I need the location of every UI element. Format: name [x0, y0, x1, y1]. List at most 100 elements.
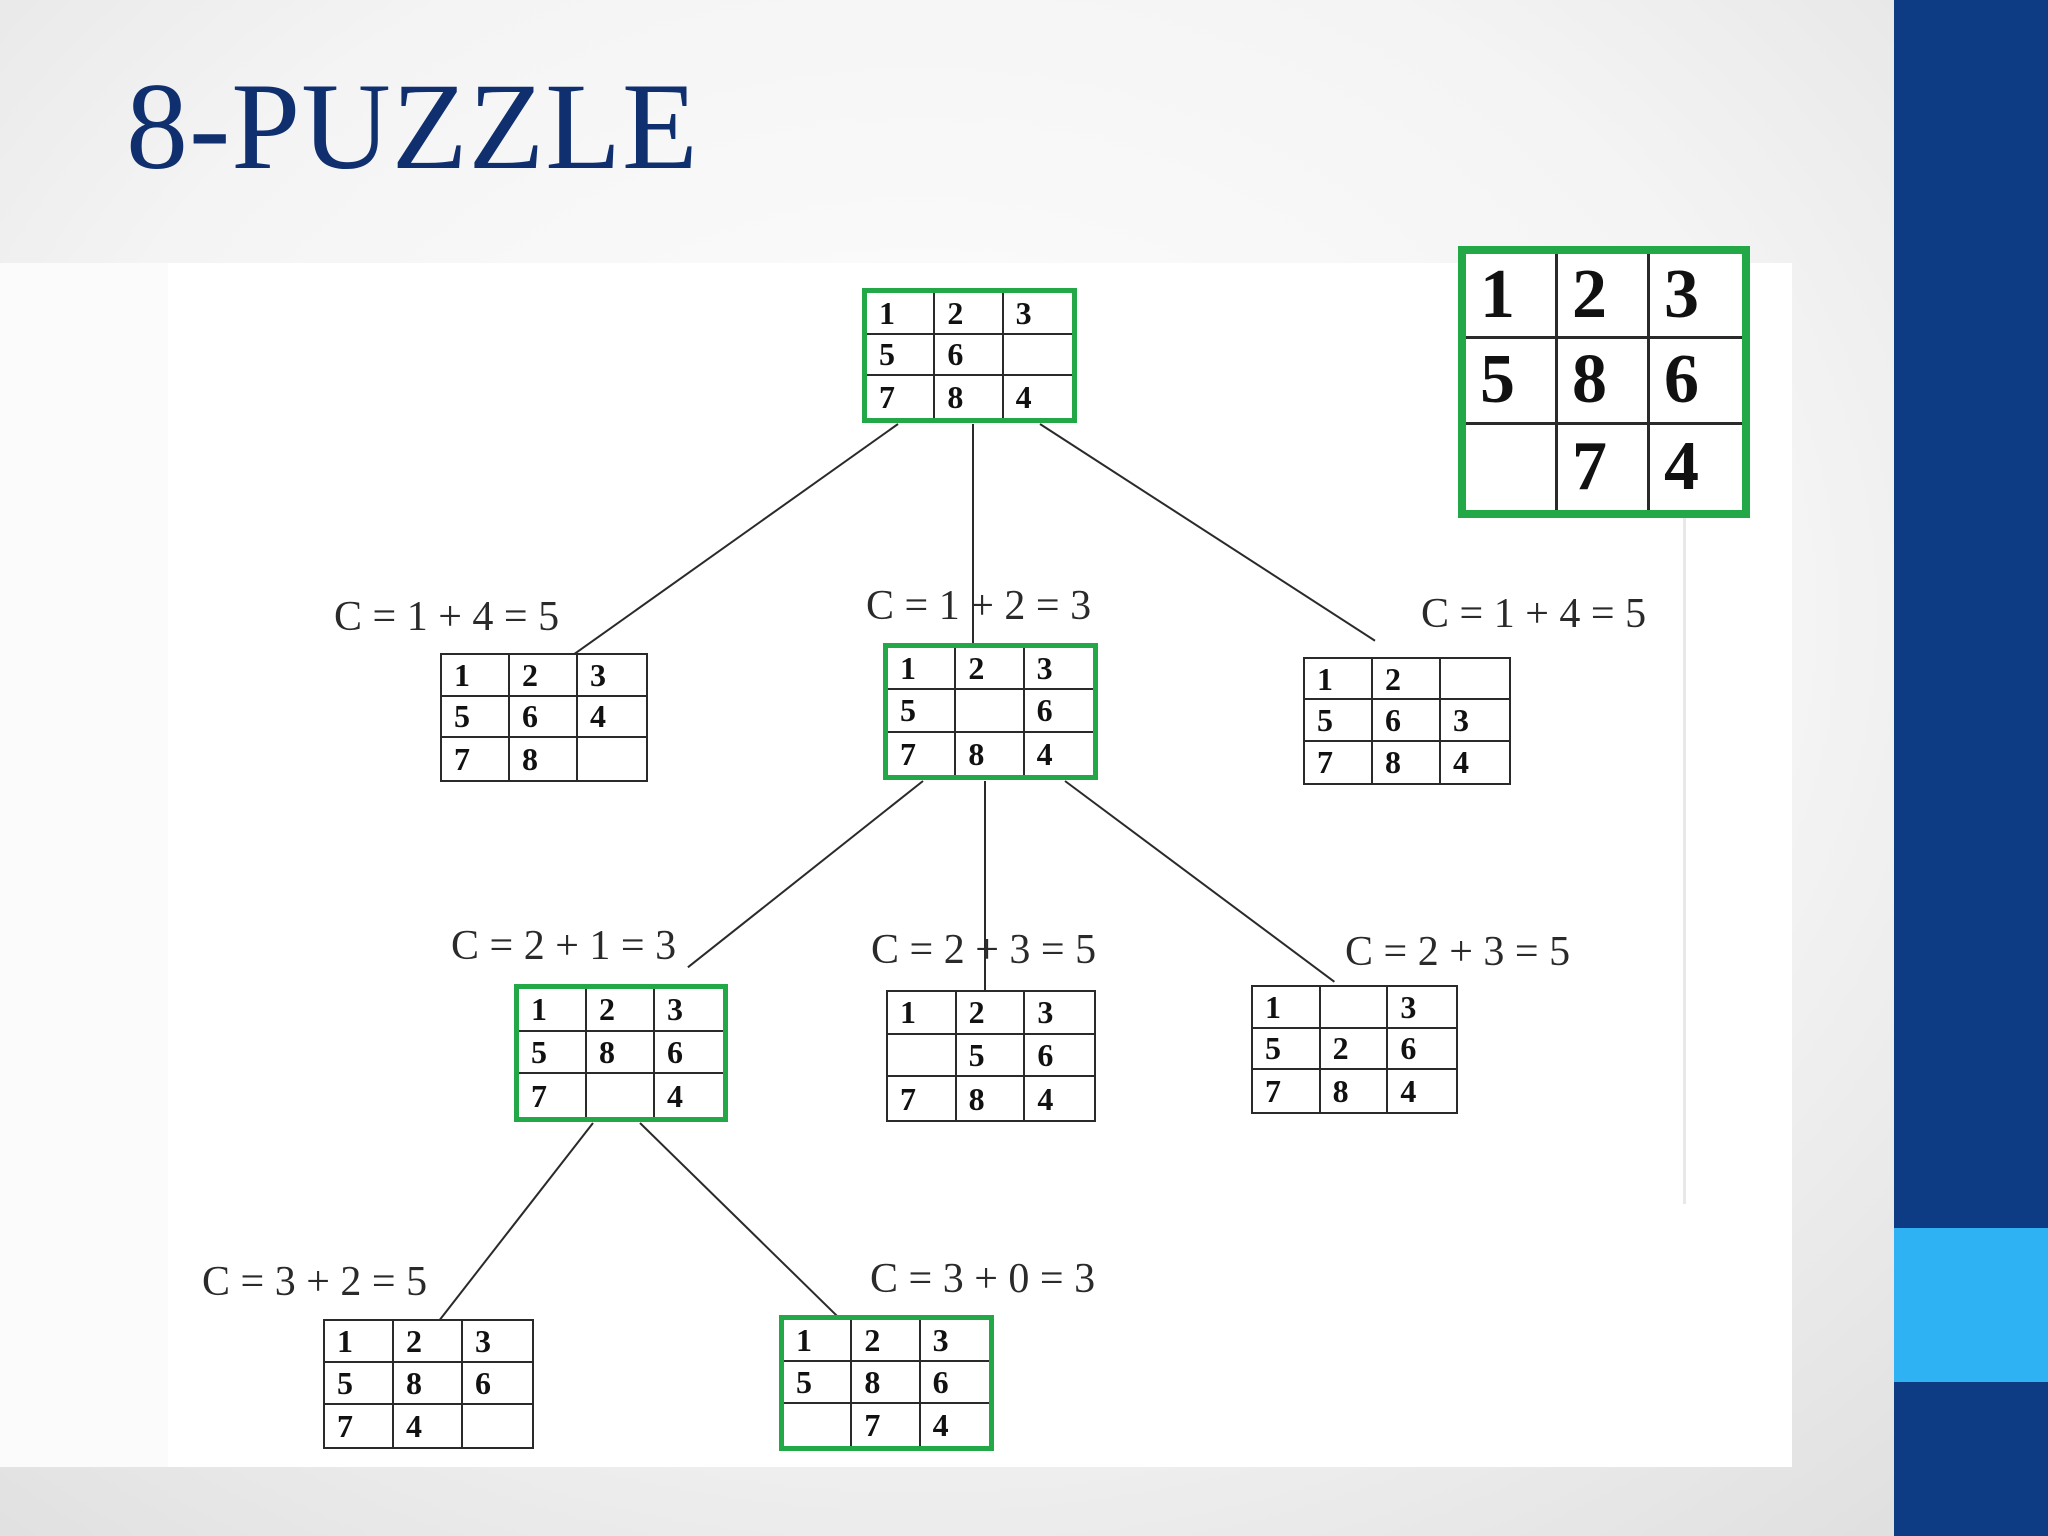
tile-cell: 3: [1650, 254, 1742, 340]
tile-cell: 5: [784, 1362, 853, 1404]
tile-cell: 2: [935, 293, 1004, 335]
tile-cell: 6: [935, 334, 1004, 377]
tile-cell: 6: [510, 696, 578, 739]
tile-cell: 8: [1321, 1070, 1389, 1112]
tile-cell: 7: [325, 1405, 394, 1447]
tile-cell: 2: [510, 655, 578, 697]
cost-label: C = 3 + 2 = 5: [202, 1259, 428, 1305]
tile-cell: [784, 1404, 853, 1446]
cost-label: C = 1 + 2 = 3: [866, 583, 1092, 629]
tile-cell: 4: [1015, 379, 1032, 416]
tile-cell: [956, 690, 1025, 733]
tile-cell: 7: [888, 1077, 957, 1120]
tile-cell: 7: [852, 1404, 921, 1446]
cost-label: C = 2 + 3 = 5: [1345, 929, 1571, 975]
tile-cell: 1: [519, 989, 587, 1032]
tile-cell: 4: [1453, 744, 1469, 781]
tile-cell: 8: [1558, 339, 1650, 425]
sidebar-accent-block: [1894, 1228, 2048, 1382]
tile-cell: 3: [1441, 700, 1509, 742]
tile-cell: 6: [655, 1032, 723, 1075]
level3-left-board: 1 2 3 5 8 6 7 4: [323, 1319, 534, 1449]
tile-cell: 2: [587, 989, 655, 1032]
slide-title: 8-PUZZLE: [126, 58, 699, 195]
cost-label: C = 2 + 3 = 5: [871, 927, 1097, 973]
tile-cell: 1: [325, 1321, 394, 1363]
tile-cell: 1: [888, 992, 957, 1035]
cost-label: C = 3 + 0 = 3: [870, 1256, 1096, 1302]
tile-cell: 4: [578, 697, 646, 739]
tile-cell: 8: [1373, 741, 1441, 783]
tile-cell: [578, 738, 646, 780]
tile-cell: 4: [932, 1407, 949, 1443]
tile-cell: 3: [1003, 293, 1072, 335]
tile-cell: 6: [463, 1363, 532, 1405]
tile-cell: 7: [867, 376, 936, 418]
level1-left-board: 1 2 3 5 6 4 7 8: [440, 653, 648, 782]
tile-cell: [463, 1405, 532, 1447]
tile-cell: 3: [578, 655, 646, 697]
tile-cell: [587, 1074, 655, 1117]
level1-right-board: 1 2 5 6 3 7 8 4: [1303, 657, 1511, 785]
tile-cell: 5: [442, 696, 510, 739]
tile-cell: 5: [888, 690, 957, 733]
tile-cell: 3: [1388, 987, 1456, 1029]
tile-cell: 2: [1558, 254, 1650, 340]
tile-cell: 7: [1558, 424, 1650, 510]
tile-cell: 8: [587, 1031, 655, 1075]
tile-cell: 7: [888, 732, 957, 775]
tile-cell: 5: [519, 1031, 587, 1075]
tile-cell: 2: [1373, 659, 1441, 701]
tile-cell: 2: [394, 1321, 463, 1363]
level2-middle-board: 1 2 3 5 6 7 8 4: [886, 990, 1096, 1122]
tile-cell: 2: [1320, 1028, 1389, 1071]
goal-state-board: 1 2 3 5 8 6 7 4: [1458, 246, 1750, 518]
tile-cell: 1: [1253, 987, 1321, 1029]
tile-cell: 8: [957, 1077, 1026, 1120]
tile-cell: 6: [1025, 1035, 1094, 1078]
tile-cell: [1441, 659, 1509, 701]
tile-cell: 1: [1466, 254, 1558, 340]
tile-cell: 2: [956, 648, 1025, 691]
level1-middle-board: 1 2 3 5 6 7 8 4: [883, 643, 1098, 780]
tile-cell: [1320, 987, 1389, 1029]
tile-cell: 6: [1388, 1029, 1456, 1071]
tile-cell: 6: [1650, 339, 1742, 425]
tile-cell: 4: [394, 1405, 463, 1447]
tile-cell: 1: [1305, 659, 1373, 701]
tile-cell: 4: [1037, 1080, 1054, 1117]
tile-cell: 1: [867, 293, 936, 335]
cost-label: C = 1 + 4 = 5: [334, 594, 560, 640]
diagram-left-shade: [0, 263, 168, 1467]
tile-cell: [1466, 424, 1558, 510]
tile-cell: 2: [956, 992, 1026, 1035]
level2-left-board: 1 2 3 5 8 6 7 4: [514, 984, 728, 1122]
tile-cell: 8: [510, 738, 578, 780]
tile-cell: 3: [1025, 992, 1094, 1035]
tile-cell: 5: [1253, 1028, 1321, 1071]
tile-cell: 4: [1036, 735, 1053, 772]
tile-cell: 7: [1305, 741, 1373, 783]
level3-goal-board: 1 2 3 5 8 6 7 4: [779, 1315, 994, 1451]
tile-cell: 6: [920, 1362, 989, 1404]
cost-label: C = 1 + 4 = 5: [1421, 591, 1647, 637]
diagram-right-edge: [1683, 295, 1686, 1204]
tile-cell: 6: [1373, 700, 1441, 742]
tile-cell: 3: [1024, 648, 1093, 691]
tile-cell: 5: [1466, 339, 1558, 425]
cost-label: C = 2 + 1 = 3: [451, 923, 677, 969]
tile-cell: 4: [667, 1077, 683, 1114]
tile-cell: 8: [935, 376, 1004, 418]
tile-cell: 6: [1024, 690, 1093, 733]
tile-cell: 5: [867, 334, 936, 377]
tile-cell: 7: [519, 1074, 587, 1117]
tile-cell: 4: [1664, 428, 1699, 506]
tile-cell: 3: [920, 1320, 989, 1362]
tile-cell: 8: [956, 732, 1025, 775]
tile-cell: 8: [394, 1363, 463, 1405]
tile-cell: 2: [852, 1320, 921, 1362]
tile-cell: [888, 1034, 957, 1078]
tile-cell: 3: [655, 989, 723, 1032]
tile-cell: 4: [1400, 1073, 1417, 1110]
tile-cell: 5: [956, 1034, 1026, 1078]
